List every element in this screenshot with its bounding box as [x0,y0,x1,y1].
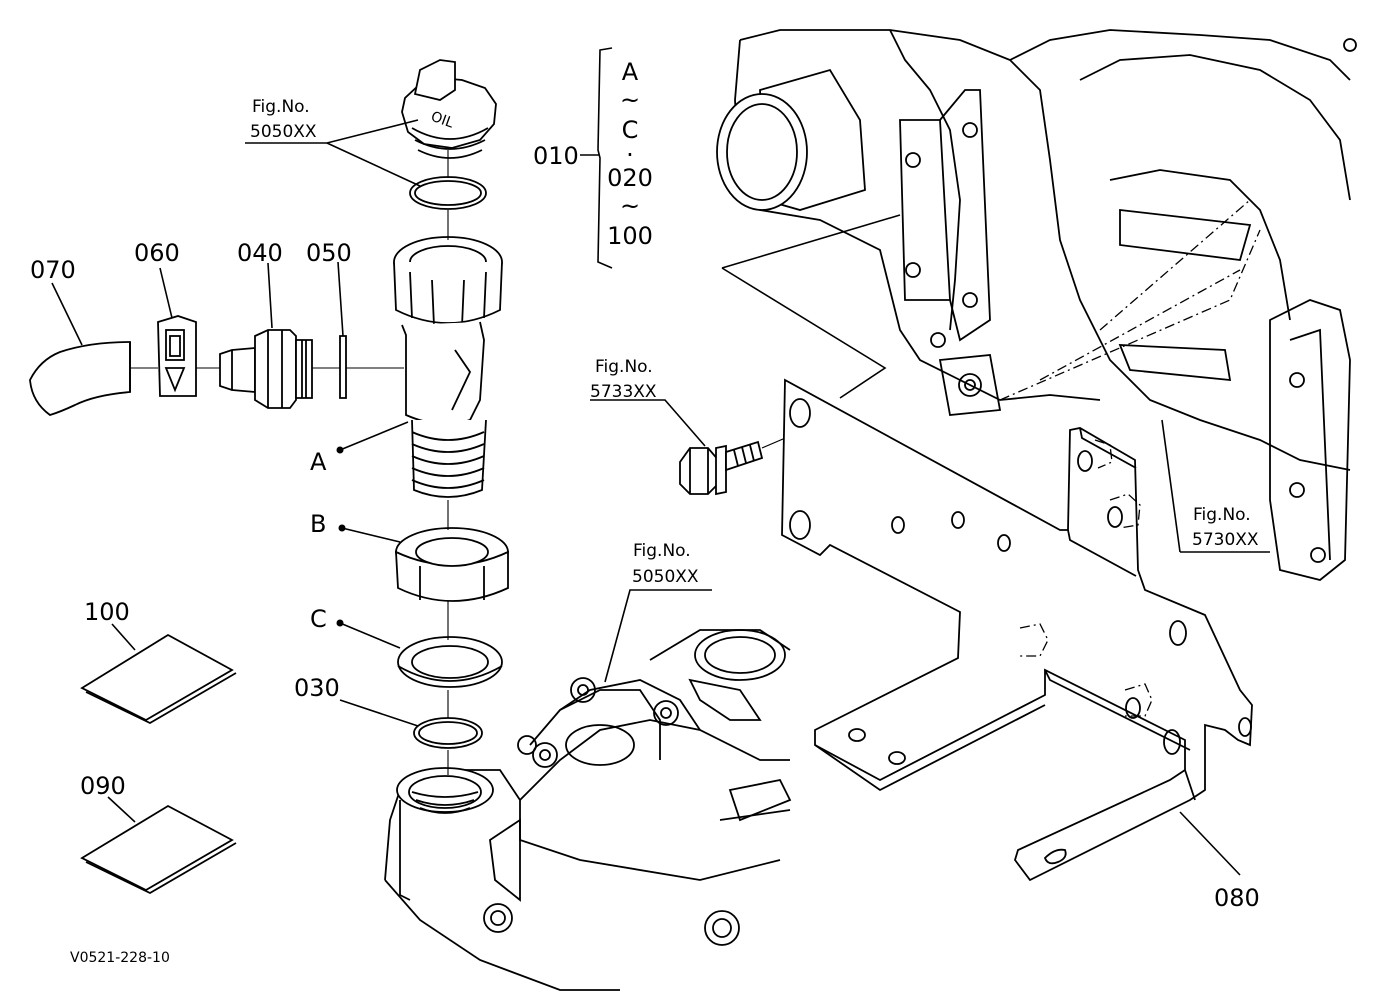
fig-ref-head-cover-line2: 5050XX [632,567,699,587]
o-ring-050 [339,335,347,399]
callout-c: C [310,605,327,633]
label-040: 040 [237,239,283,267]
kit-range-tilde-1: ~ [620,86,640,114]
mounting-bracket [781,378,1253,882]
fig-ref-bolt-line2: 5733XX [590,382,657,402]
label-070: 070 [30,256,76,284]
leader-lines [51,47,1270,876]
fig-ref-head-cover-line1: Fig.No. [633,541,691,561]
kit-range-020: 020 [607,164,653,192]
washer [397,636,503,688]
instruction-sheet-100 [80,633,237,725]
drawing-code: V0521-228-10 [70,950,170,966]
fitting [219,329,313,409]
label-080: 080 [1214,884,1260,912]
fig-ref-oil-cap-line1: Fig.No. [252,97,310,117]
callout-b: B [310,510,326,538]
label-030: 030 [294,674,340,702]
fig-ref-engine-line1: Fig.No. [1193,505,1251,525]
label-090: 090 [80,772,126,800]
kit-range-a: A [622,58,639,86]
kit-range-dot: · [626,141,634,169]
callout-a: A [310,448,327,476]
head-cover [384,629,792,991]
lock-nut [395,527,509,602]
label-010: 010 [533,142,579,170]
kit-range-c: C [622,116,639,144]
label-050: 050 [306,239,352,267]
kit-range-100: 100 [607,222,653,250]
kit-range-list: A ~ C · 020 ~ 100 [607,58,653,250]
kit-range-tilde-2: ~ [620,192,640,220]
label-060: 060 [134,239,180,267]
level-gauge [157,315,197,397]
outlet-tube [716,68,866,211]
instruction-sheet-090 [80,804,237,895]
fig-ref-engine-line2: 5730XX [1192,530,1259,550]
fig-ref-bolt-line1: Fig.No. [595,357,653,377]
oil-cap-marking: OIL [429,109,456,132]
oil-filler-cap: OIL [401,59,497,159]
engine-outline [716,29,1357,581]
fig-ref-oil-cap-line2: 5050XX [250,122,317,142]
label-100: 100 [84,598,130,626]
oil-filler-tube [393,236,503,498]
breather-hose [29,341,131,416]
flange-bolt [679,435,791,496]
